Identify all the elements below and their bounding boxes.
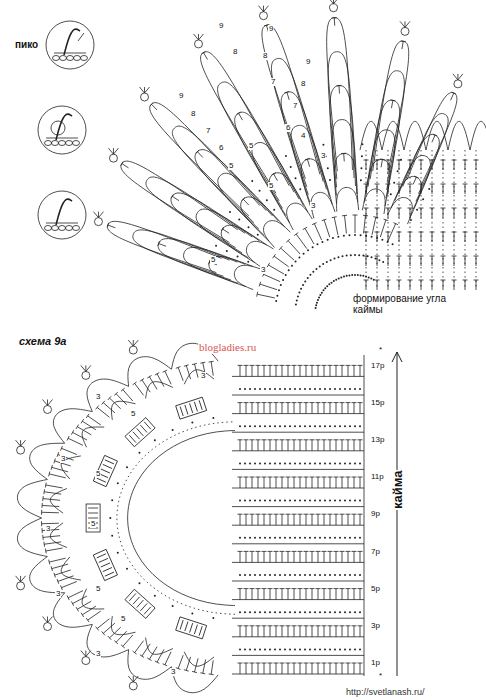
row-number: 5 bbox=[95, 585, 101, 593]
row-number: 5 bbox=[130, 410, 136, 418]
row-label: 15р bbox=[370, 399, 385, 407]
row-number: 7 bbox=[270, 78, 276, 86]
row-number: 3 bbox=[55, 590, 61, 598]
row-number: 5 bbox=[95, 470, 101, 478]
note-label: пико bbox=[14, 40, 39, 51]
watermark: blogladies.ru bbox=[198, 342, 257, 354]
row-label: 7р bbox=[370, 548, 381, 556]
row-label: 13р bbox=[370, 436, 385, 444]
row-number: 9 bbox=[218, 22, 224, 30]
row-label: 17р bbox=[370, 362, 385, 370]
row-label: 5р bbox=[370, 585, 381, 593]
row-number: 5 bbox=[90, 520, 96, 528]
row-number: 3 bbox=[60, 455, 66, 463]
row-number: 5 bbox=[120, 615, 126, 623]
row-label: 11р bbox=[370, 473, 385, 481]
row-number: 3 bbox=[95, 650, 101, 658]
row-label: 9р bbox=[370, 510, 381, 518]
row-number: 7 bbox=[205, 127, 211, 135]
row-number: 8 bbox=[190, 110, 196, 118]
watermark: http://svetlanash.ru/ bbox=[345, 688, 426, 697]
row-number: 8 bbox=[232, 48, 238, 56]
stitch-drawing bbox=[16, 0, 486, 693]
row-number: 4 bbox=[300, 132, 306, 140]
row-number: 6 bbox=[285, 124, 291, 132]
scheme-title: схема 9а bbox=[18, 336, 67, 348]
row-number: 3 bbox=[310, 202, 316, 210]
row-number: 5 bbox=[248, 142, 254, 150]
row-number: 3 bbox=[170, 668, 176, 676]
row-number: 3 bbox=[260, 266, 266, 274]
row-number: 3 bbox=[95, 393, 101, 401]
row-number: 8 bbox=[300, 80, 306, 88]
row-number: 3 bbox=[320, 152, 326, 160]
row-number: 5 bbox=[228, 162, 234, 170]
row-label: 1р bbox=[370, 659, 381, 667]
row-number: 6 bbox=[218, 144, 224, 152]
row-number: 8 bbox=[262, 52, 268, 60]
row-number: 7 bbox=[292, 102, 298, 110]
row-number: * bbox=[378, 346, 383, 354]
row-number: 9 bbox=[305, 58, 311, 66]
row-number: 9 bbox=[268, 25, 274, 33]
row-number: * bbox=[378, 672, 383, 680]
row-number: 3 bbox=[200, 372, 206, 380]
note-label: кайма bbox=[391, 470, 405, 510]
row-number: 9 bbox=[178, 92, 184, 100]
row-number: 5 bbox=[210, 256, 216, 264]
row-number: 3 bbox=[45, 525, 51, 533]
note-label: формирование угла каймы bbox=[352, 294, 478, 315]
row-number: 5 bbox=[268, 182, 274, 190]
row-label: 3р bbox=[370, 622, 381, 630]
